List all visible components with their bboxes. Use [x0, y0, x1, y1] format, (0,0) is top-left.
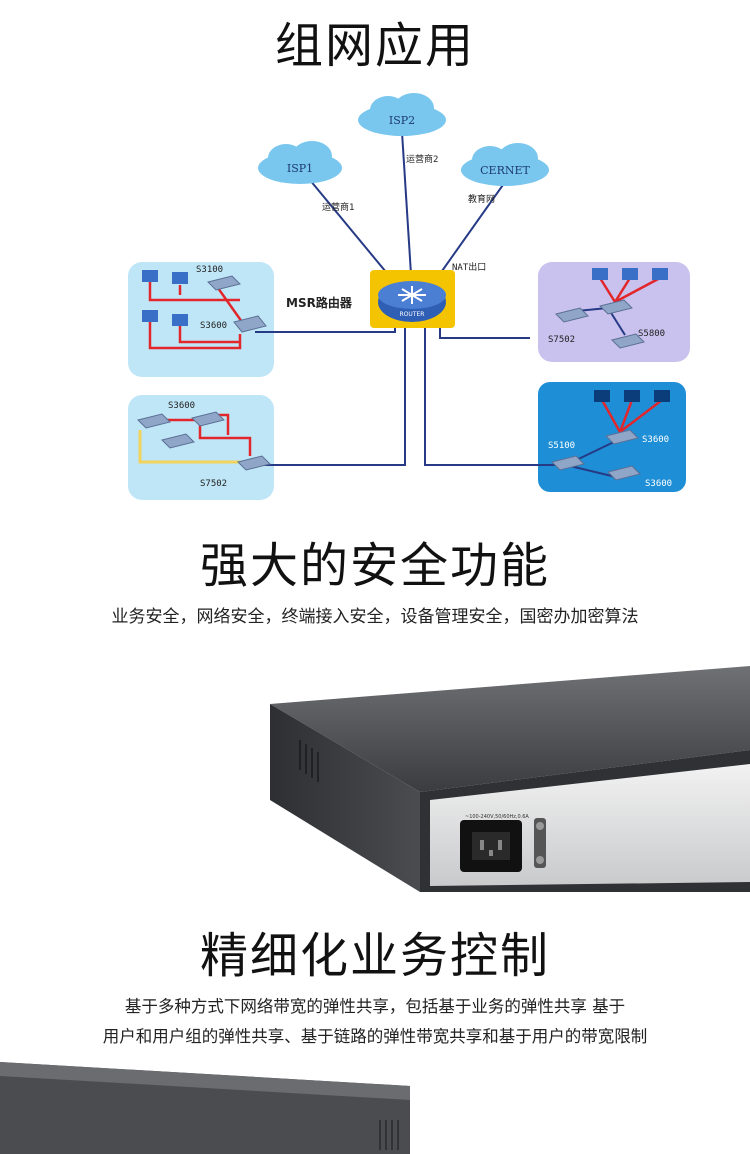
power-spec-label: ~100-240V,50/60Hz,0.6A [465, 814, 529, 820]
cloud-label-isp2: ISP2 [389, 114, 415, 127]
switch-label-lan1-top: S3100 [196, 265, 223, 275]
switch-label-lan4-left: S5100 [548, 441, 575, 451]
cloud-label-isp1: ISP1 [287, 162, 313, 175]
nat-label: NAT出口 [452, 261, 486, 273]
cloud-label-cernet: CERNET [480, 164, 530, 177]
power-switch-icon [534, 818, 546, 868]
traffic-subtitle-line1: 基于多种方式下网络带宽的弹性共享，包括基于业务的弹性共享 基于 [124, 997, 626, 1016]
link-label-isp1: 运营商1 [322, 201, 354, 213]
switch-label-lan4-bottom: S3600 [645, 479, 672, 489]
switch-label-lan3-left: S7502 [548, 335, 575, 345]
device-rear-image: ~100-240V,50/60Hz,0.6A [270, 666, 750, 892]
link-label-isp2: 运营商2 [406, 153, 438, 165]
cloud-isp2 [358, 93, 446, 136]
link-label-cernet: 教育网 [468, 193, 495, 205]
router-label: MSR路由器 [286, 295, 353, 310]
network-topology-diagram: ISP1 ISP2 CERNET 运营商1 运营商2 教育网 NAT出口 ROU… [128, 93, 690, 500]
cloud-isp1 [258, 141, 342, 184]
switch-label-lan2-top: S3600 [168, 401, 195, 411]
router-badge: ROUTER [400, 311, 425, 318]
device-top-image [0, 1062, 410, 1154]
section-title-traffic-control: 精细化业务控制 [199, 928, 550, 984]
switch-label-lan4-mid: S3600 [642, 435, 669, 445]
switch-label-lan2-bottom: S7502 [200, 479, 227, 489]
section-title-network: 组网应用 [274, 18, 475, 74]
switch-label-lan1-mid: S3600 [200, 321, 227, 331]
security-subtitle: 业务安全，网络安全，终端接入安全，设备管理安全，国密办加密算法 [111, 607, 639, 627]
section-title-security: 强大的安全功能 [199, 538, 550, 594]
cloud-cernet [461, 143, 549, 186]
traffic-subtitle-line2: 用户和用户组的弹性共享、基于链路的弹性带宽共享和基于用户的带宽限制 [102, 1027, 648, 1046]
switch-label-lan3-right: S5800 [638, 329, 665, 339]
